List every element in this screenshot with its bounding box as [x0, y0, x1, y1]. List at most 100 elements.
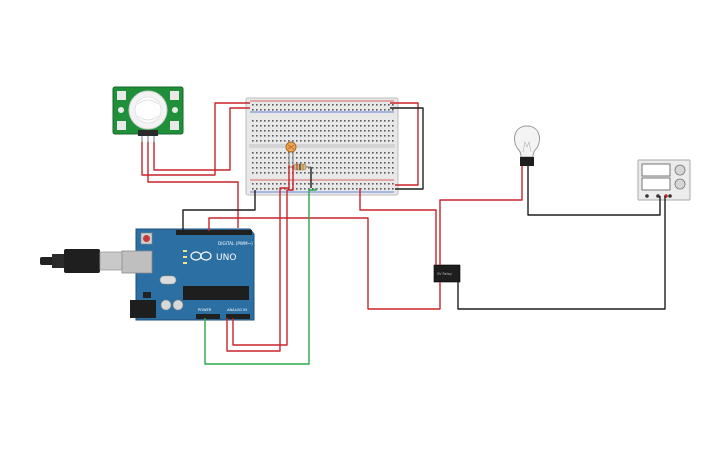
usb-cable[interactable]	[40, 249, 125, 273]
breadboard-hole	[300, 125, 302, 127]
breadboard-hole	[260, 104, 262, 106]
wire-arduino-gnd[interactable]	[182, 190, 256, 231]
wire-relay-psu[interactable]	[457, 196, 666, 310]
breadboard-hole	[336, 157, 338, 159]
breadboard-hole	[312, 183, 314, 185]
breadboard-hole	[296, 135, 298, 137]
breadboard-hole	[348, 183, 350, 185]
breadboard-hole	[256, 125, 258, 127]
power-label: POWER	[198, 308, 212, 312]
breadboard-hole	[368, 104, 370, 106]
breadboard-hole	[300, 120, 302, 122]
breadboard-hole	[252, 135, 254, 137]
breadboard-hole	[360, 157, 362, 159]
wire-relay-bulb[interactable]	[439, 166, 523, 265]
breadboard-hole	[376, 188, 378, 190]
breadboard-hole	[364, 109, 366, 111]
pir-sensor[interactable]	[112, 86, 184, 142]
breadboard-hole	[388, 172, 390, 174]
breadboard-hole	[344, 135, 346, 137]
current-display	[641, 177, 671, 191]
wire-ldr-analog[interactable]	[232, 165, 294, 346]
breadboard-hole	[268, 167, 270, 169]
breadboard-hole	[280, 130, 282, 132]
breadboard-hole	[272, 104, 274, 106]
breadboard-hole	[384, 140, 386, 142]
breadboard-hole	[384, 183, 386, 185]
wire-rail-right[interactable]	[390, 102, 419, 186]
breadboard-hole	[252, 104, 254, 106]
breadboard-hole	[288, 140, 290, 142]
breadboard-hole	[312, 157, 314, 159]
breadboard-hole	[280, 157, 282, 159]
breadboard-hole	[388, 135, 390, 137]
light-bulb[interactable]	[514, 125, 540, 166]
breadboard-hole	[336, 152, 338, 154]
breadboard-hole	[284, 140, 286, 142]
breadboard-hole	[372, 162, 374, 164]
breadboard-hole	[296, 109, 298, 111]
arduino-uno[interactable]: DIGITAL (PWM~) POWER ANALOG IN UNO	[121, 228, 255, 321]
wire-green[interactable]	[204, 188, 317, 365]
breadboard-hole	[316, 104, 318, 106]
wire-arduino-relay[interactable]	[208, 217, 441, 310]
breadboard-hole	[380, 188, 382, 190]
breadboard-hole	[312, 125, 314, 127]
photoresistor[interactable]	[285, 141, 297, 165]
breadboard-hole	[260, 130, 262, 132]
breadboard[interactable]	[245, 97, 399, 196]
wire-bulb-psu[interactable]	[527, 166, 661, 216]
breadboard-hole	[280, 162, 282, 164]
breadboard-hole	[284, 109, 286, 111]
breadboard-hole	[304, 125, 306, 127]
breadboard-hole	[312, 162, 314, 164]
breadboard-hole	[380, 120, 382, 122]
breadboard-hole	[332, 120, 334, 122]
wire-pir-gnd[interactable]	[153, 107, 250, 171]
breadboard-hole	[308, 172, 310, 174]
breadboard-hole	[308, 188, 310, 190]
breadboard-hole	[304, 162, 306, 164]
breadboard-hole	[388, 140, 390, 142]
breadboard-hole	[324, 109, 326, 111]
voltage-knob[interactable]	[674, 164, 686, 176]
breadboard-hole	[384, 167, 386, 169]
breadboard-hole	[360, 130, 362, 132]
wire-pir-vcc[interactable]	[141, 102, 250, 176]
breadboard-hole	[356, 109, 358, 111]
breadboard-hole	[352, 172, 354, 174]
breadboard-hole	[356, 125, 358, 127]
wire-bb-relay[interactable]	[359, 188, 437, 265]
breadboard-hole	[392, 104, 394, 106]
breadboard-hole	[276, 140, 278, 142]
breadboard-hole	[368, 140, 370, 142]
breadboard-hole	[336, 183, 338, 185]
wire-pir-out[interactable]	[147, 142, 239, 228]
breadboard-hole	[264, 162, 266, 164]
breadboard-hole	[264, 130, 266, 132]
breadboard-hole	[308, 152, 310, 154]
wire-ldr-5v[interactable]	[226, 165, 290, 352]
breadboard-hole	[316, 172, 318, 174]
breadboard-hole	[332, 152, 334, 154]
breadboard-hole	[292, 130, 294, 132]
wire-rail-right-gnd[interactable]	[390, 107, 424, 190]
breadboard-hole	[364, 157, 366, 159]
current-knob[interactable]	[674, 178, 686, 190]
breadboard-hole	[352, 162, 354, 164]
breadboard-hole	[276, 167, 278, 169]
breadboard-hole	[360, 140, 362, 142]
breadboard-hole	[320, 130, 322, 132]
breadboard-hole	[284, 104, 286, 106]
breadboard-hole	[256, 109, 258, 111]
relay[interactable]: 5V Relay	[433, 264, 461, 283]
breadboard-hole	[376, 104, 378, 106]
breadboard-hole	[384, 104, 386, 106]
breadboard-hole	[300, 183, 302, 185]
breadboard-hole	[272, 120, 274, 122]
breadboard-hole	[252, 125, 254, 127]
breadboard-hole	[372, 167, 374, 169]
breadboard-hole	[380, 172, 382, 174]
breadboard-hole	[308, 167, 310, 169]
power-supply[interactable]	[637, 159, 691, 201]
